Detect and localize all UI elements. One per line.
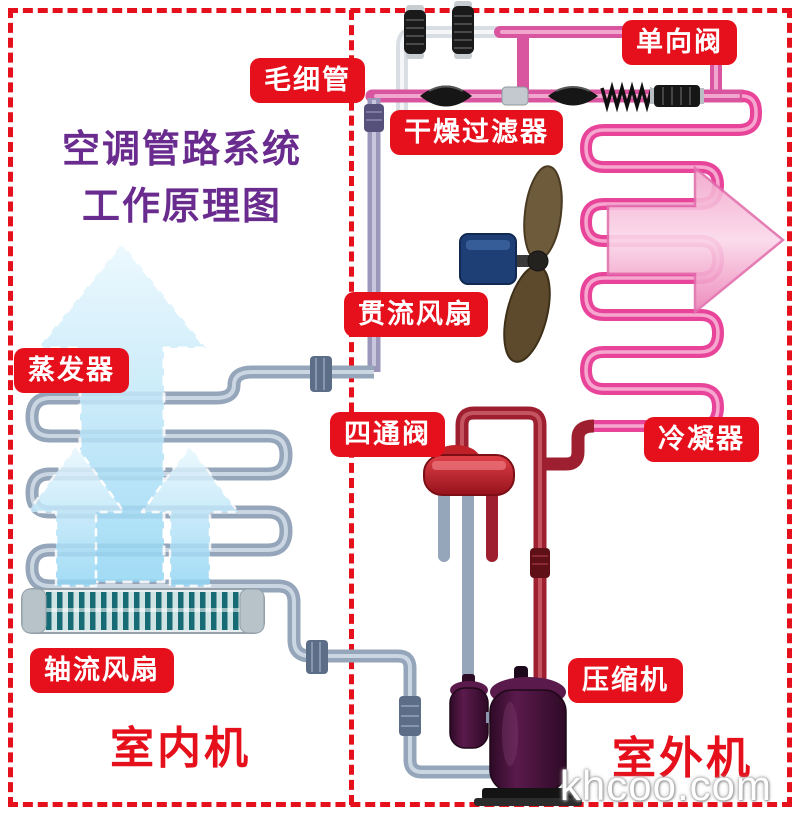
filter-drier-graphic <box>420 85 598 107</box>
pipe-fitting-icon <box>364 104 384 132</box>
label-filter-drier: 干燥过滤器 <box>390 110 563 155</box>
diagram-title: 空调管路系统 工作原理图 <box>24 122 340 236</box>
label-crossflow-fan: 贯流风扇 <box>344 292 488 337</box>
evaporator-airflow-arrows <box>26 241 240 588</box>
indoor-outdoor-divider <box>349 10 354 805</box>
label-axial-fan: 轴流风扇 <box>30 648 174 693</box>
outdoor-unit-label: 室外机 <box>612 734 753 783</box>
capillary-coil-graphic <box>600 81 654 113</box>
axial-fan-graphic <box>21 588 265 634</box>
discharge-pipes <box>455 406 595 700</box>
label-check-valve: 单向阀 <box>622 20 737 65</box>
four-way-valve-graphic <box>423 445 515 686</box>
label-capillary: 毛细管 <box>250 58 365 103</box>
watermark: khcoo.com <box>559 762 772 809</box>
pipe-fitting-icon <box>306 356 421 736</box>
fan-hub-icon <box>527 250 549 272</box>
pipe-coupling-icon <box>501 86 529 106</box>
label-condenser: 冷凝器 <box>644 417 759 462</box>
label-compressor: 压缩机 <box>568 658 683 703</box>
service-valve-icon <box>452 1 474 59</box>
service-valve-icon <box>404 5 426 59</box>
check-valve-graphic <box>650 85 704 107</box>
label-evaporator: 蒸发器 <box>14 348 129 393</box>
indoor-unit-label: 室内机 <box>110 724 251 773</box>
condenser-airflow-arrow <box>606 165 785 315</box>
accumulator-graphic <box>449 674 496 749</box>
evaporator-coil <box>25 356 512 779</box>
diagram-title-line1: 空调管路系统 <box>61 129 302 171</box>
diagram-title-line2: 工作原理图 <box>81 186 282 228</box>
crossflow-fan-graphic <box>459 165 563 363</box>
label-four-way-valve: 四通阀 <box>330 412 445 457</box>
